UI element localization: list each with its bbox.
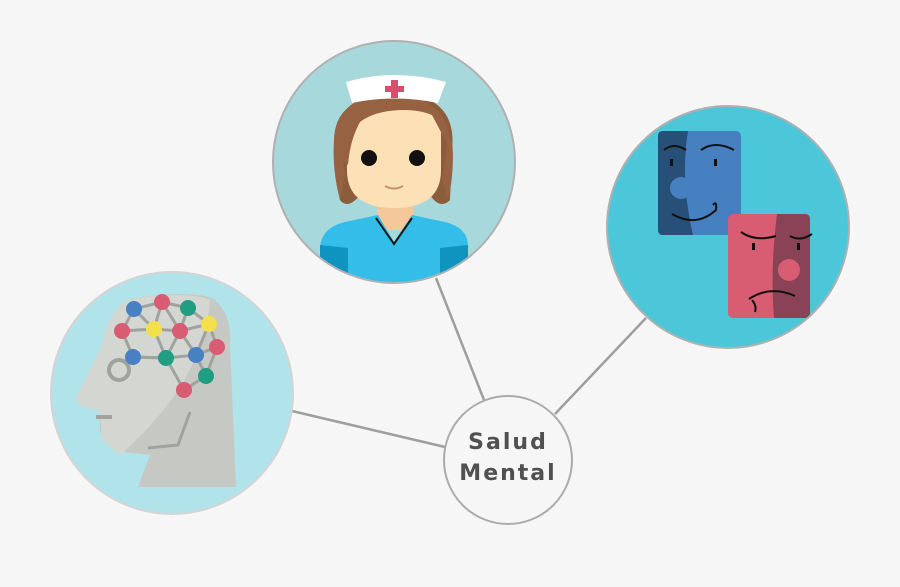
faces-icon [658, 131, 813, 318]
connector-emotions [554, 317, 647, 415]
connectors [291, 277, 647, 449]
center-node [443, 395, 573, 525]
center-label: Salud Mental [443, 398, 573, 518]
nurse-node [272, 40, 516, 284]
emotions-node [606, 105, 850, 349]
brain-node [50, 271, 294, 515]
center-label-line2: Mental [459, 461, 557, 486]
brain-network-head-icon [76, 294, 236, 487]
center-label-line1: Salud [468, 430, 548, 455]
connector-brain [291, 409, 446, 449]
connector-nurse [434, 277, 486, 401]
